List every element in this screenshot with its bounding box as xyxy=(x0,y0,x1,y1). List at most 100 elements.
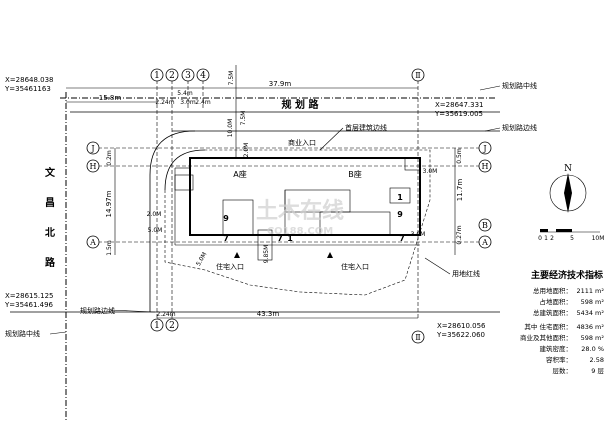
axis-ii-top: Ⅱ xyxy=(415,71,420,80)
axis-circle-1-bottom xyxy=(150,318,164,332)
axis-b-right: B xyxy=(482,221,488,230)
coord-tl-y: Y=35461163 xyxy=(4,85,51,93)
axis-circle-4-top xyxy=(196,68,210,82)
indicator-label: 总用地面积： xyxy=(533,286,572,295)
dim-inner-2-0: 2.0M xyxy=(147,211,162,218)
road-edge-line-bottom-label: 规划路边线 xyxy=(80,306,115,315)
core-b-upper xyxy=(284,189,351,213)
dim-15-8: 15.8m xyxy=(99,94,122,102)
axis-circle-b-right xyxy=(478,218,492,232)
axis-1-bottom: 1 xyxy=(154,321,160,331)
dim-left-14-97: 14.97m xyxy=(105,190,113,217)
axis-2-bottom: 2 xyxy=(169,321,175,331)
red-line-label: 用地红线 xyxy=(452,269,480,278)
coord-br-y: Y=35622.060 xyxy=(436,331,485,339)
axis-circle-j-left xyxy=(86,141,100,155)
road-left-char-2: 昌 xyxy=(45,197,55,209)
dim-right-3-0b: 3.0M xyxy=(411,231,426,238)
indicator-value: 598 m² xyxy=(581,334,605,342)
floor-7-a: 7 xyxy=(223,234,229,243)
floor-7-c: 7 xyxy=(399,234,405,243)
dim-2-24: 2.24m xyxy=(155,99,174,106)
axis-circle-h-right xyxy=(478,159,492,173)
axis-circle-2-top xyxy=(165,68,179,82)
coordinates: X=28648.038 Y=35461163 X=28647.331 Y=356… xyxy=(4,76,486,339)
road-center-line-left-label: 规划路中线 xyxy=(5,329,40,338)
watermark: 土木在线 CO188.COM xyxy=(256,198,344,237)
stair-a xyxy=(174,174,194,191)
core-a xyxy=(222,199,254,236)
labels: 规 划 路 文 昌 北 路 规划路中线 规划路边线 规划路中线 规划路边线 首层… xyxy=(5,81,537,338)
coord-bl-x: X=28615.125 xyxy=(5,292,54,300)
dim-right-0-27: 0.27m xyxy=(456,225,463,244)
indicator-value: 5434 m² xyxy=(576,309,604,317)
building-outline xyxy=(189,157,421,236)
axis-a-right: A xyxy=(481,238,488,247)
indicator-value: 598 m² xyxy=(581,298,605,306)
entry-arrow-1 xyxy=(234,252,240,258)
watermark-cn: 土木在线 xyxy=(256,198,344,224)
north-arrow: N 0 1 2 5 10M xyxy=(538,164,604,242)
res-entry-2-label: 住宅入口 xyxy=(341,262,369,271)
watermark-en: CO188.COM xyxy=(267,226,333,237)
dimensions: 37.9m 5.4m 2.24m 3.0m 2.4m 15.8m 7.5M 7.… xyxy=(66,65,464,319)
dim-v-7-5a: 7.5M xyxy=(228,71,235,86)
north-label: N xyxy=(564,164,572,174)
road-lines xyxy=(10,92,500,420)
dim-v-2-0-top: 2.0M xyxy=(243,143,250,158)
scale-10m: 10M xyxy=(592,235,605,242)
corner-box xyxy=(404,157,421,171)
leader-right-edge xyxy=(484,127,501,132)
scale-seg-2 xyxy=(556,229,572,232)
coord-tl-x: X=28648.038 xyxy=(5,76,54,84)
coord-br-x: X=28610.056 xyxy=(437,322,486,330)
axis-circle-3-top xyxy=(181,68,195,82)
axis-a-left: A xyxy=(89,238,96,247)
axis-circle-1-top xyxy=(150,68,164,82)
commercial-entry-label: 商业入口 xyxy=(288,138,316,147)
leader-top-center xyxy=(479,85,501,91)
floor-7-b: 7 xyxy=(277,234,283,243)
scale-2: 2 xyxy=(550,235,554,242)
road-top-label: 规 划 路 xyxy=(282,98,320,111)
indicator-label: 占地面积： xyxy=(540,297,573,306)
dim-v-10: 10.0M xyxy=(227,119,234,138)
entry-arrow-2 xyxy=(327,252,333,258)
axis-circle-h-left xyxy=(86,159,100,173)
dim-right-3-0a: 3.0M xyxy=(423,168,438,175)
indicator-value: 28.0 % xyxy=(581,345,604,353)
dim-left-0-2: 0.2m xyxy=(106,150,113,166)
building xyxy=(174,157,421,261)
indicator-label: 总建筑面积： xyxy=(533,308,572,317)
dim-3-0: 3.0m xyxy=(180,99,196,106)
site-corner-curve xyxy=(164,149,206,191)
axis-3-top: 3 xyxy=(185,71,191,81)
road-edge-line-right-label: 规划路边线 xyxy=(502,123,537,132)
indicators-title: 主要经济技术指标 xyxy=(531,269,603,281)
leader-red-line xyxy=(424,257,451,275)
road-left-char-1: 文 xyxy=(45,166,56,179)
axis-j-right: J xyxy=(482,144,486,153)
dim-bottom-43-3: 43.3m xyxy=(257,310,280,318)
leader-bottom-edge xyxy=(109,309,156,313)
dim-9-85: 9.85M xyxy=(263,245,270,264)
indicator-label: 层数： xyxy=(553,366,573,375)
floor-9-b: 9 xyxy=(397,210,403,219)
axis-h-right: H xyxy=(482,162,489,171)
scale-seg-1 xyxy=(540,229,548,232)
axis-circle-ii-bottom xyxy=(411,330,425,344)
res-entry-1-label: 住宅入口 xyxy=(216,262,244,271)
indicator-label: 建筑密度： xyxy=(540,344,573,353)
axis-1-top: 1 xyxy=(154,71,160,81)
scale-1: 1 xyxy=(544,235,548,242)
block-a-label: A座 xyxy=(233,169,246,179)
floor-1-a: 1 xyxy=(287,234,293,243)
core-b-lower xyxy=(319,211,391,236)
road-center-line-top-label: 规划路中线 xyxy=(502,81,537,90)
indicator-value: 2111 m² xyxy=(576,287,604,295)
entry-a xyxy=(257,229,273,261)
indicator-label: 其中 住宅面积： xyxy=(524,322,572,331)
leader-left-center xyxy=(49,331,67,335)
road-left-char-4: 路 xyxy=(45,256,56,269)
